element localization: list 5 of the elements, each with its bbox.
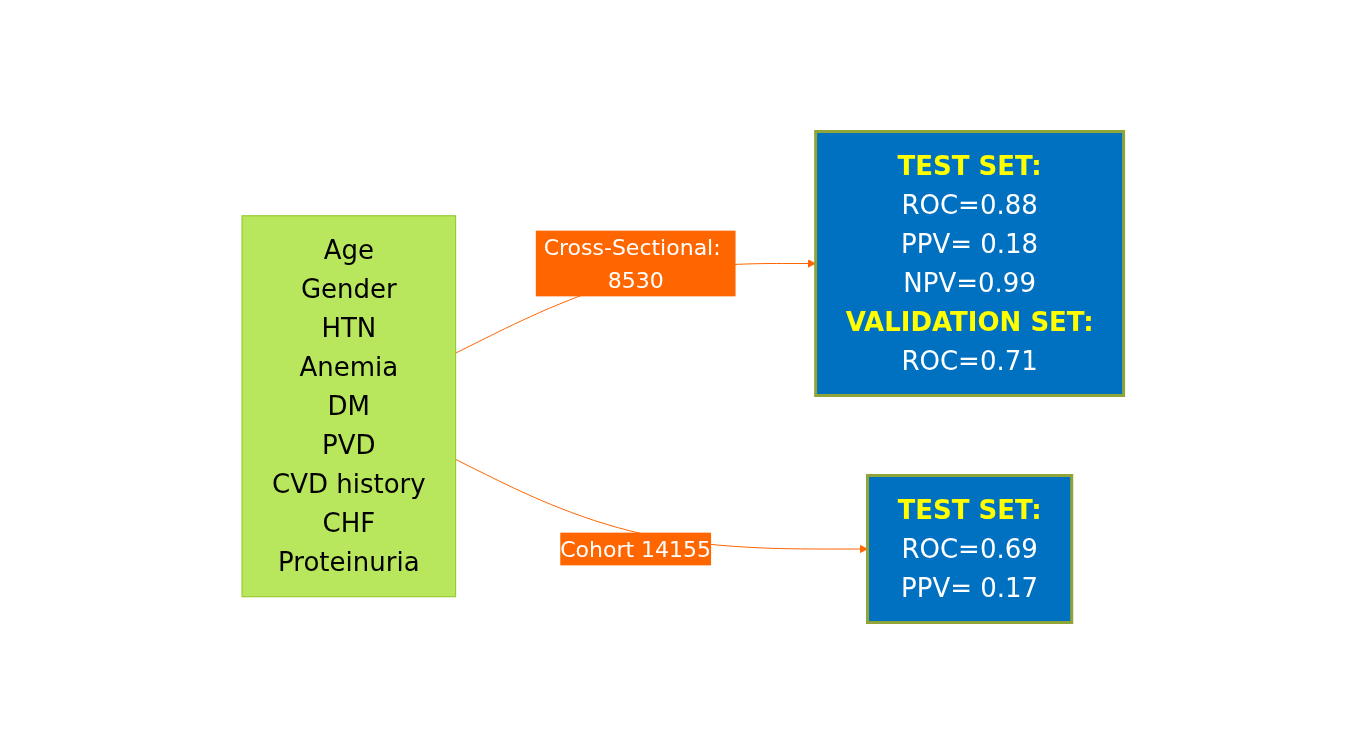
edge-label: Cross-Sectional: 8530 (543, 234, 721, 293)
node-box: TEST SET: ROC=0.69 PPV= 0.17 (866, 474, 1074, 624)
node-box: TEST SET: ROC=0.88 PPV= 0.18 NPV=0.99 VALIDATION SET: ROC=0.71 (814, 130, 1126, 397)
node-box: Age Gender HTN Anemia DM PVD CVD history CHF Proteinuria (241, 215, 457, 598)
edge-label: Cohort 14155 (560, 536, 712, 562)
